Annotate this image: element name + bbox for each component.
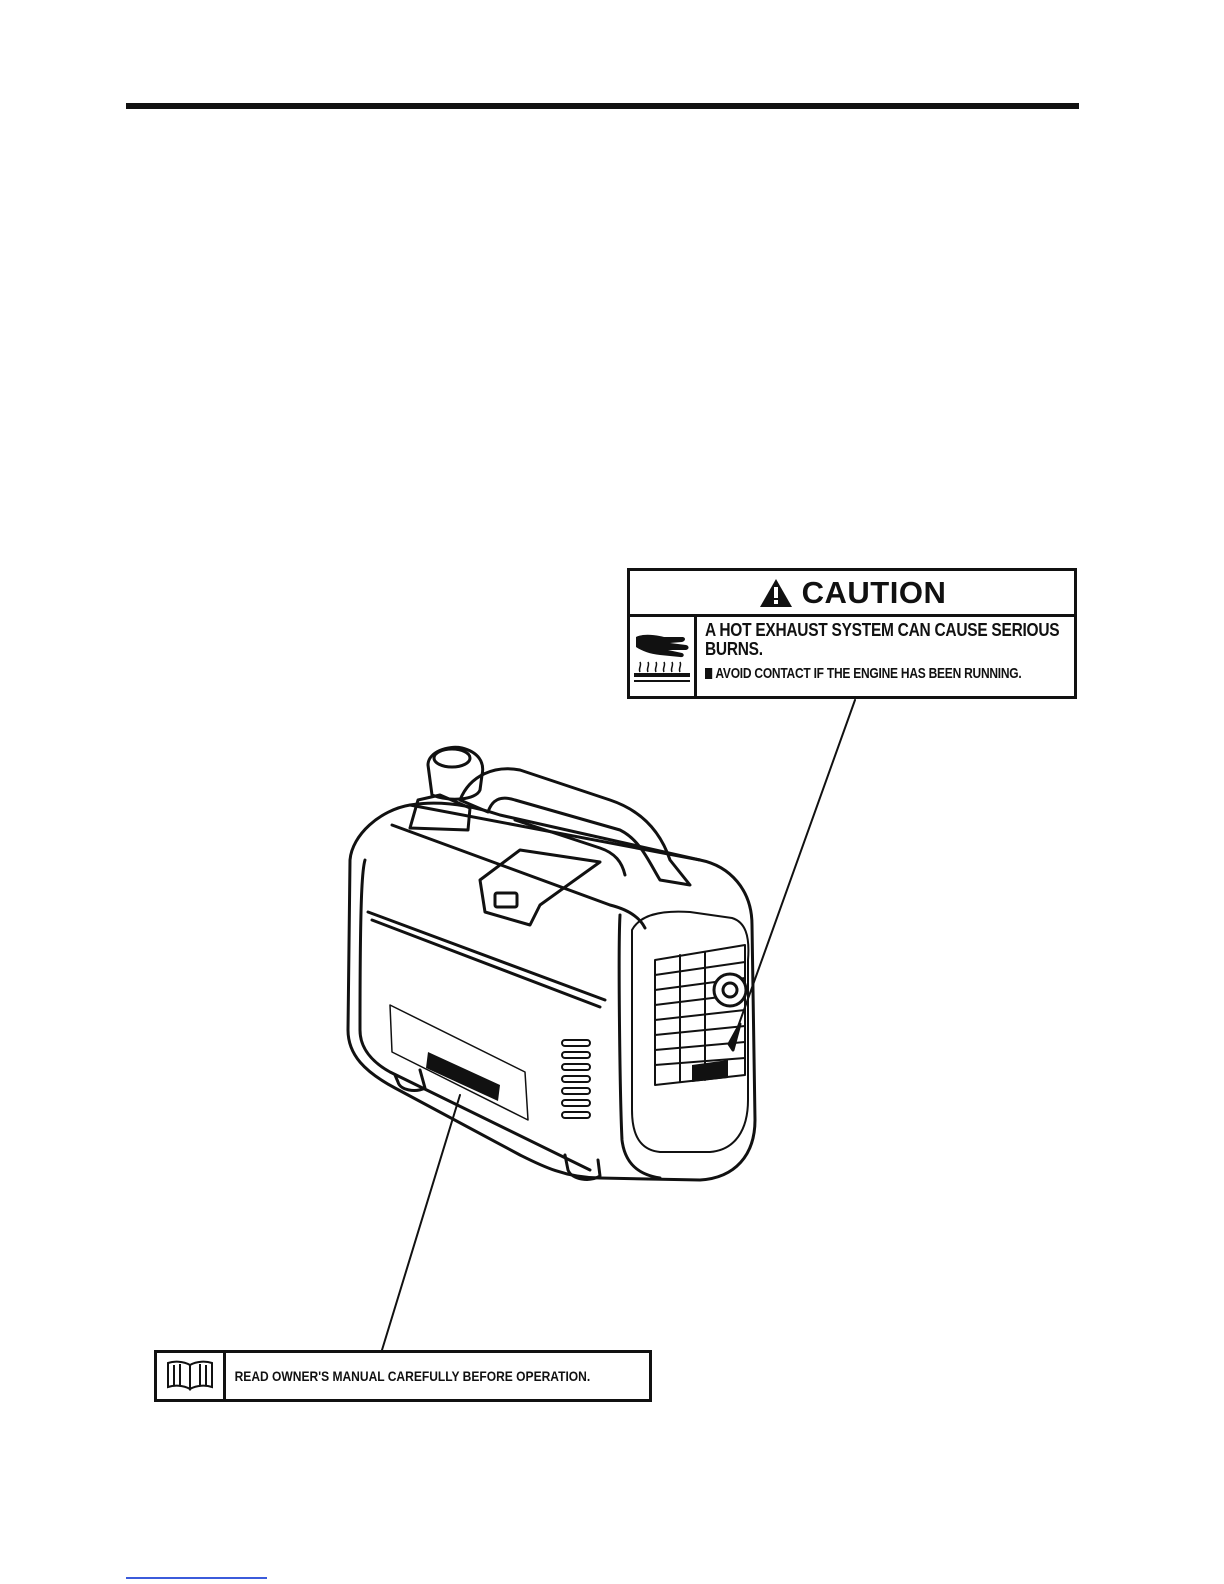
body-edge bbox=[619, 915, 660, 1178]
open-book-icon bbox=[165, 1359, 215, 1393]
warning-triangle-icon bbox=[758, 577, 794, 609]
caution-sub-line: AVOID CONTACT IF THE ENGINE HAS BEEN RUN… bbox=[705, 665, 1035, 683]
caution-sub-text: AVOID CONTACT IF THE ENGINE HAS BEEN RUN… bbox=[715, 665, 1021, 682]
caution-text-cell: A HOT EXHAUST SYSTEM CAN CAUSE SERIOUS B… bbox=[697, 617, 1123, 696]
front-vents bbox=[562, 1040, 590, 1118]
caution-main-line-1: A HOT EXHAUST SYSTEM CAN CAUSE SERIOUS bbox=[705, 621, 1059, 640]
bullet-square-icon bbox=[705, 668, 712, 679]
manual-icon-cell bbox=[157, 1353, 226, 1399]
generator-body bbox=[348, 805, 755, 1180]
front-groove bbox=[368, 912, 605, 1000]
front-label-area bbox=[390, 1005, 528, 1120]
caution-icon-cell bbox=[630, 617, 697, 696]
caution-label: CAUTION A HOT EXHAUST SYSTEM CAN CAUSE S… bbox=[627, 568, 1077, 699]
muffler-cover bbox=[714, 974, 746, 1006]
caution-title: CAUTION bbox=[802, 575, 947, 611]
manual-leader-line bbox=[382, 1095, 460, 1350]
caution-header: CAUTION bbox=[630, 571, 1074, 617]
front-panel-edge bbox=[360, 860, 590, 1170]
caution-main-line-2: BURNS. bbox=[705, 640, 1059, 659]
footer-link-underline[interactable] bbox=[126, 1577, 267, 1579]
manual-text: READ OWNER'S MANUAL CAREFULLY BEFORE OPE… bbox=[226, 1353, 590, 1399]
caution-body: A HOT EXHAUST SYSTEM CAN CAUSE SERIOUS B… bbox=[630, 617, 1074, 696]
manual-label: READ OWNER'S MANUAL CAREFULLY BEFORE OPE… bbox=[154, 1350, 652, 1402]
hot-surface-hand-icon bbox=[630, 627, 694, 687]
side-label-patch bbox=[692, 1060, 728, 1082]
top-cover-clip bbox=[480, 850, 600, 925]
